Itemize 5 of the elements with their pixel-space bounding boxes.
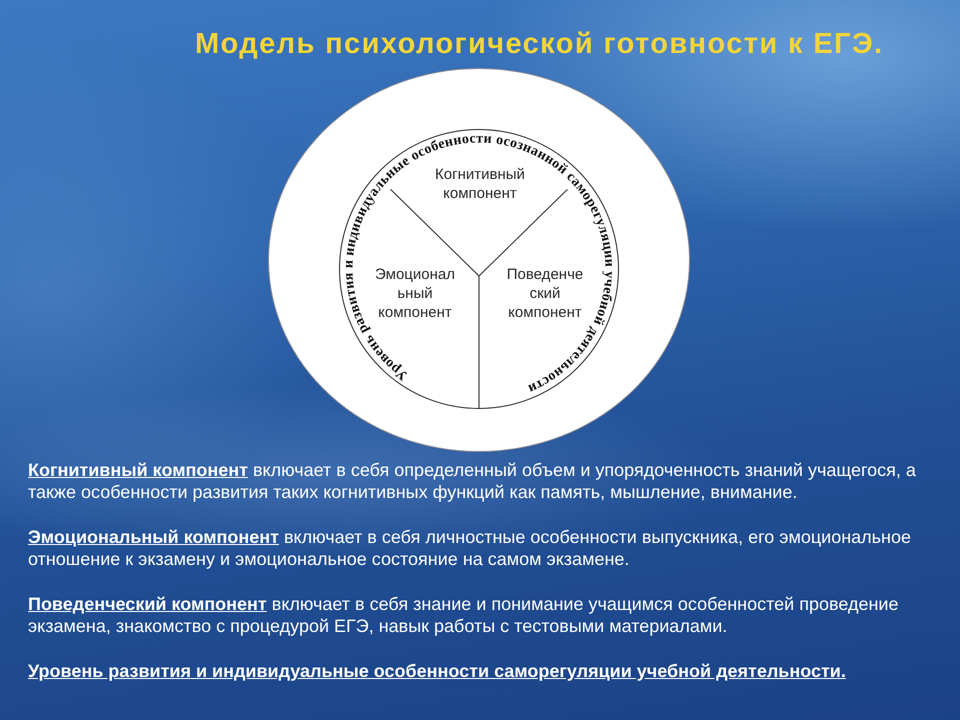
description-paragraph: Поведенческий компонент включает в себя знание и понимание учащимся особенностей проведение экзамена, знакомство с процедурой ЕГЭ, навык работы с тестовыми материалами. <box>28 593 900 637</box>
slide-title: Модель психологической готовности к ЕГЭ. <box>195 27 884 62</box>
description-paragraph: Когнитивный компонент включает в себя определенный объем и упорядоченность знаний учащегося, а также особенности развития таких когнитивных функций как память, мышление, внимание. <box>28 459 917 503</box>
description-paragraph: Эмоциональный компонент включает в себя личностные особенности выпускника, его эмоциональное отношение к экзамену и эмоциональное состояние на самом экзамене. <box>28 526 912 570</box>
description-paragraph: Уровень развития и индивидуальные особенности саморегуляции учебной деятельности. <box>28 660 847 682</box>
